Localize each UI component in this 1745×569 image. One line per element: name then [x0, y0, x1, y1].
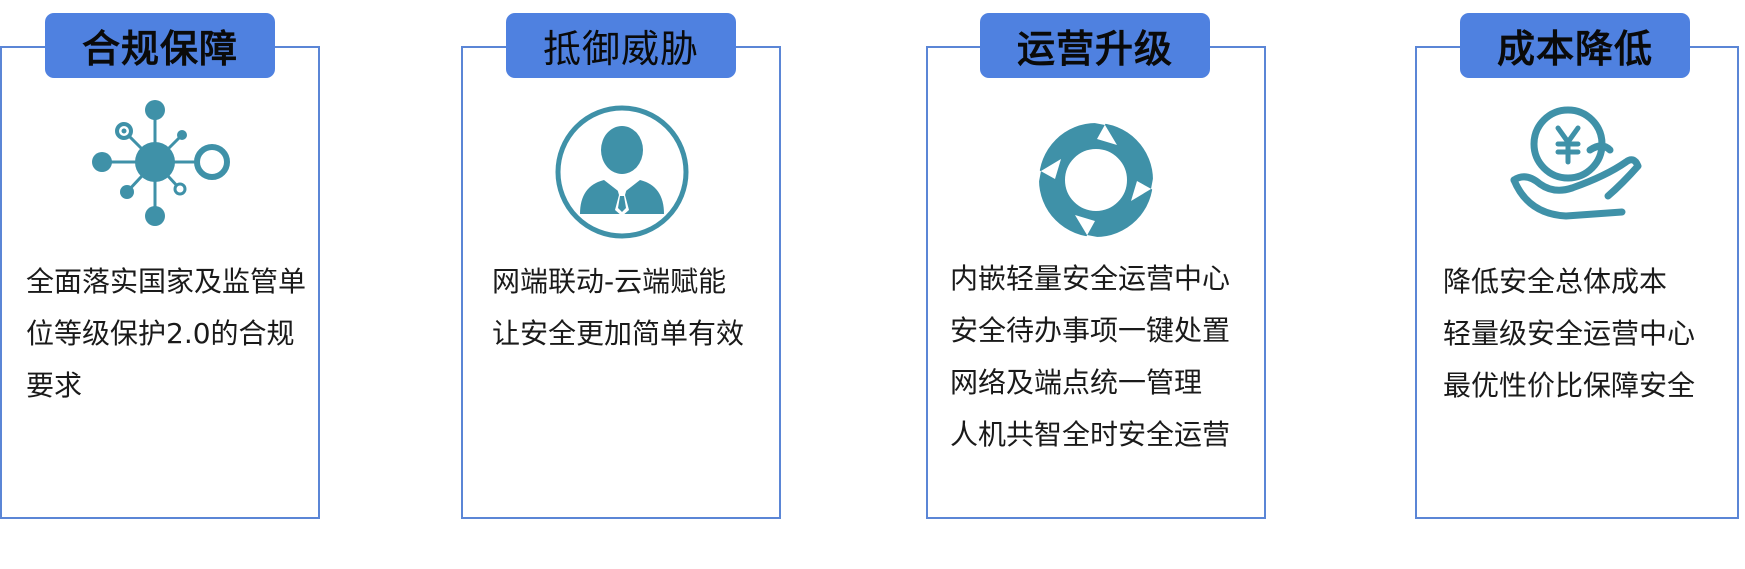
- list-item: 最优性价比保障安全: [1443, 369, 1696, 402]
- card-threat-defense-title: 抵御威胁: [506, 13, 736, 78]
- user-avatar-icon: [555, 105, 689, 239]
- card-cost-reduction: [1415, 46, 1739, 519]
- list-item: 轻量级安全运营中心: [1443, 317, 1696, 350]
- card-compliance-text: 全面落实国家及监管单位等级保护2.0的合规要求: [26, 256, 308, 412]
- card-compliance: [0, 46, 320, 519]
- cycle-arrows-icon: [1037, 121, 1155, 239]
- card-compliance-title: 合规保障: [45, 13, 275, 78]
- card-operations-upgrade-text: 内嵌轻量安全运营中心 安全待办事项一键处置 网络及端点统一管理 人机共智全时安全…: [950, 253, 1230, 461]
- list-item: 让安全更加简单有效: [492, 317, 745, 350]
- list-item: 网络及端点统一管理: [950, 366, 1203, 399]
- list-item: 内嵌轻量安全运营中心: [950, 262, 1231, 295]
- network-nodes-icon: [92, 100, 230, 226]
- list-item: 全面落实国家及监管单位等级保护2.0的合规要求: [26, 265, 307, 402]
- card-cost-reduction-title: 成本降低: [1460, 13, 1690, 78]
- card-threat-defense-text: 网端联动-云端赋能 让安全更加简单有效: [492, 256, 744, 360]
- list-item: 人机共智全时安全运营: [950, 418, 1231, 451]
- card-operations-upgrade-title: 运营升级: [980, 13, 1210, 78]
- hand-coin-yuan-icon: [1510, 106, 1642, 220]
- list-item: 网端联动-云端赋能: [492, 265, 727, 298]
- list-item: 安全待办事项一键处置: [950, 314, 1231, 347]
- list-item: 降低安全总体成本: [1443, 265, 1668, 298]
- card-cost-reduction-text: 降低安全总体成本 轻量级安全运营中心 最优性价比保障安全: [1443, 256, 1695, 412]
